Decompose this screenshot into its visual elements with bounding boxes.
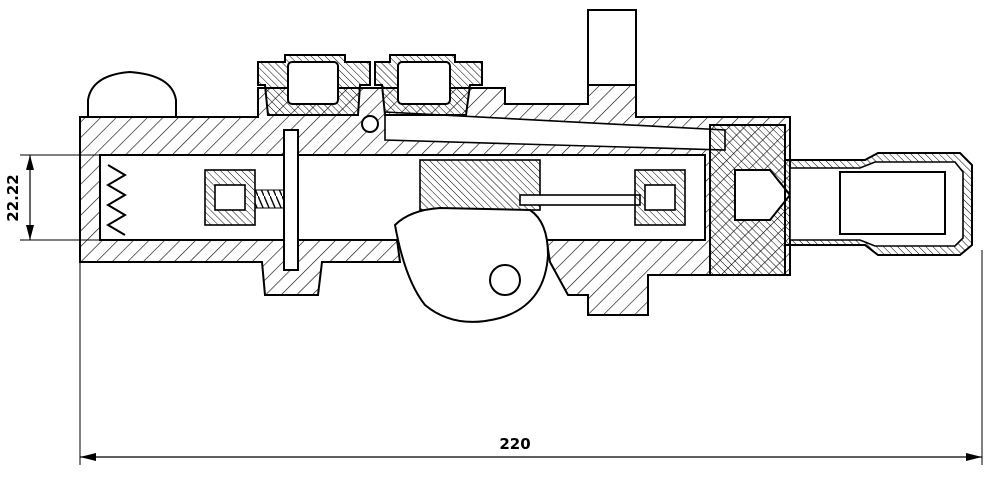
reservoir-grommets: [257, 54, 483, 133]
dimension-label-length: 220: [499, 435, 530, 453]
arrowhead-left: [80, 453, 96, 461]
stop-pin: [283, 129, 299, 271]
grommet-right-port: [397, 61, 451, 105]
primary-cup-core: [644, 184, 676, 211]
piston-rod: [519, 194, 641, 206]
dimension-label-bore: 22.22: [4, 174, 22, 221]
push-rod: [839, 171, 946, 235]
lever-pivot: [489, 264, 521, 296]
secondary-piston-core: [214, 184, 246, 211]
arrowhead-right: [966, 453, 982, 461]
grommet-left-port: [287, 61, 339, 105]
internal-components: [106, 124, 792, 323]
filler-neck: [587, 9, 637, 86]
compensating-port: [361, 115, 379, 133]
dimension-overall-length: 220: [79, 250, 983, 465]
dimension-bore-diameter: 22.22: [4, 154, 100, 241]
arrowhead-bore-top: [26, 155, 34, 170]
gland-bore: [734, 169, 792, 221]
secondary-spring: [254, 189, 286, 209]
return-spring-left: [106, 164, 127, 236]
push-rod-boot: [784, 152, 973, 256]
mounting-boss: [87, 70, 177, 118]
arrowhead-bore-bottom: [26, 225, 34, 240]
actuating-lever: [393, 206, 550, 323]
